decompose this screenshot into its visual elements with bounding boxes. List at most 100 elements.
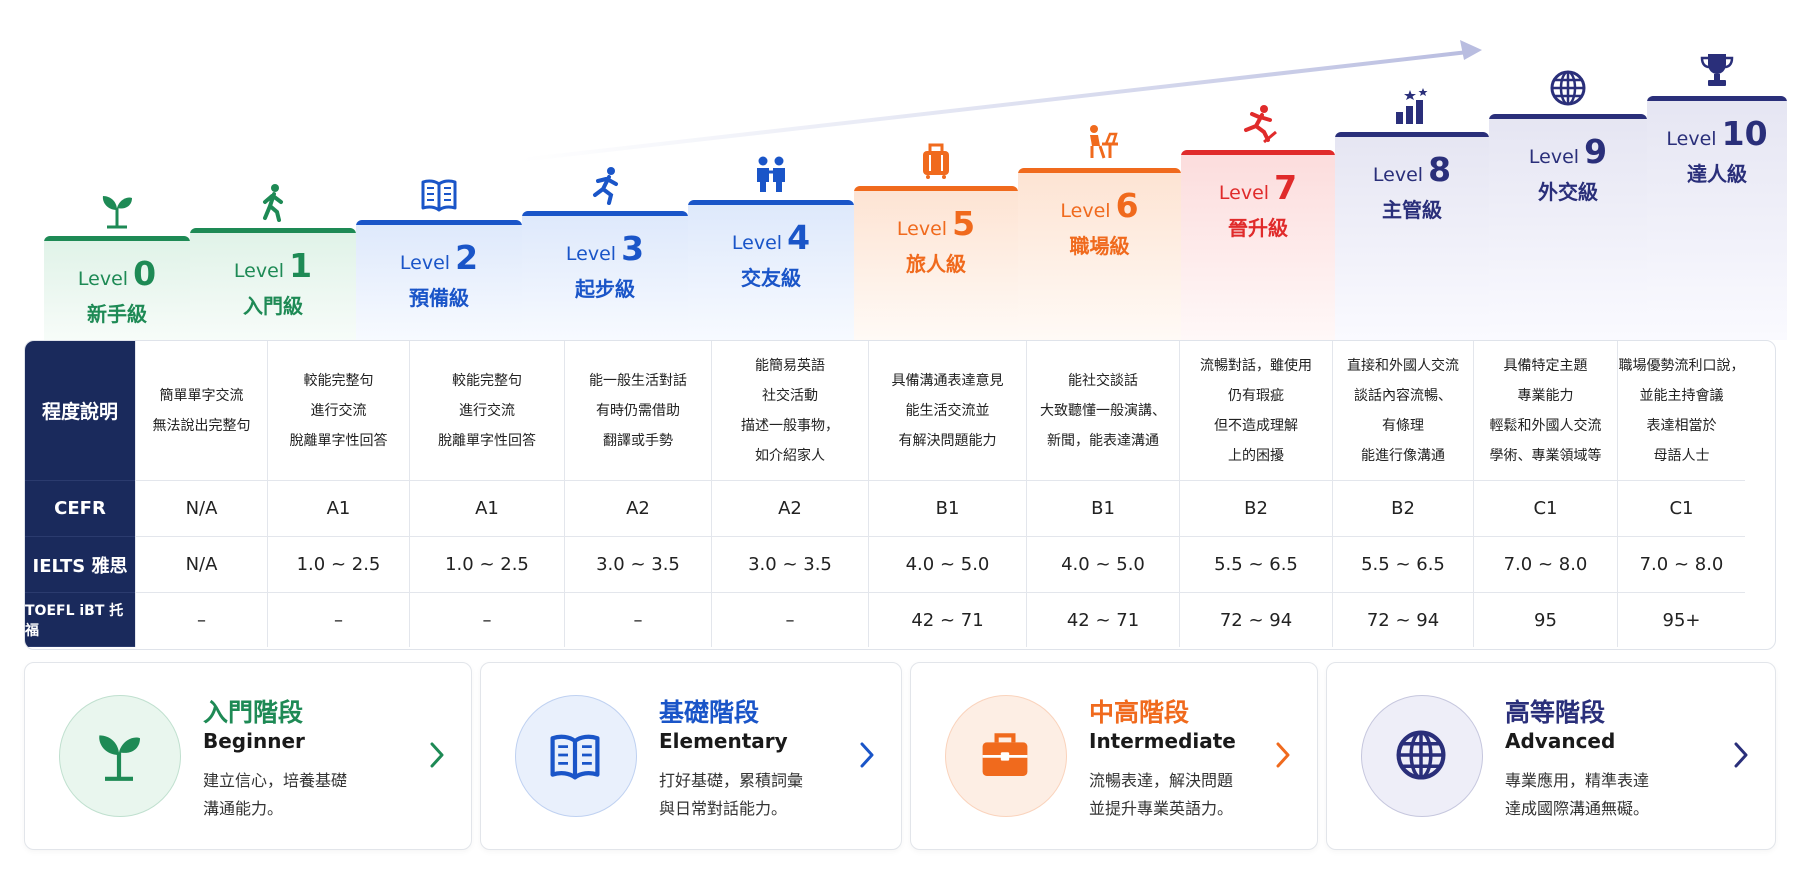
level-name: 新手級 [87,302,147,326]
two-people-icon [751,154,791,194]
level-label: Level 3 [522,229,688,268]
chevron-right-icon[interactable] [429,741,445,769]
toefl-cell: 72 ~ 94 [1332,593,1473,647]
stage-description-line1: 流暢表達，解決問題 [1089,771,1234,790]
level-step-9: Level 9 外交級 [1489,114,1647,340]
toefl-cell: 42 ~ 71 [1026,593,1179,647]
level-label: Level 2 [356,238,522,277]
level-step-0: Level 0 新手級 [44,236,190,340]
level-name: 旅人級 [906,252,966,276]
level-name: 入門級 [243,294,303,318]
level-label: Level 4 [688,218,854,257]
open-book-icon [419,174,459,214]
stage-title: 入門階段 [203,698,304,727]
level-number: 10 [1721,114,1768,153]
level-name: 交友級 [741,266,801,290]
level-label: Level 9 [1489,132,1647,171]
level-name: 外交級 [1538,180,1598,204]
open-book-icon [547,727,603,783]
ielts-cell: 4.0 ~ 5.0 [868,537,1026,593]
toefl-cell: 72 ~ 94 [1179,593,1332,647]
cefr-cell: B2 [1179,481,1332,537]
toefl-cell: – [135,593,267,647]
trophy-icon [1697,50,1737,90]
stage-description-line2: 溝通能力。 [203,799,284,818]
level-name: 達人級 [1687,162,1747,186]
level-number: 1 [289,246,313,285]
level-name: 職場級 [1069,234,1130,258]
level-step-5: Level 5 旅人級 [854,186,1018,340]
ielts-cell: 3.0 ~ 3.5 [564,537,711,593]
stage-description-line1: 專業應用，精準表達 [1505,771,1650,790]
toefl-cell: 95 [1473,593,1617,647]
stage-description-line1: 建立信心，培養基礎 [203,771,348,790]
level-label: Level 10 [1647,114,1787,153]
toefl-cell: – [409,593,564,647]
level-word: Level [896,218,948,240]
running-person-icon [585,165,625,205]
level-word: Level [1060,200,1111,222]
sprout-icon [97,190,137,230]
level-comparison-table: 程度說明簡單單字交流 無法說出完整句較能完整句 進行交流 脫離單字性回答較能完整… [24,340,1776,650]
descriptions-cell: 流暢對話，雖使用 仍有瑕疵 但不造成理解 上的困擾 [1179,341,1332,481]
level-number: 9 [1584,132,1608,171]
toefl-cell: – [267,593,409,647]
descriptions-cell: 較能完整句 進行交流 脫離單字性回答 [409,341,564,481]
level-name: 主管級 [1382,198,1442,222]
stage-subtitle: Elementary [659,729,788,753]
level-word: Level [565,243,617,265]
ielts-cell: 5.5 ~ 6.5 [1332,537,1473,593]
descriptions-cell: 較能完整句 進行交流 脫離單字性回答 [267,341,409,481]
row-header-cefr: CEFR [25,481,135,537]
briefcase-icon [977,727,1033,783]
ielts-cell: 4.0 ~ 5.0 [1026,537,1179,593]
descriptions-cell: 具備溝通表達意見 能生活交流並 有解決問題能力 [868,341,1026,481]
chevron-right-icon[interactable] [859,741,875,769]
row-header-toefl: TOEFL iBT 托福 [25,593,135,647]
stage-description-line1: 打好基礎，累積詞彙 [659,771,804,790]
level-number: 8 [1428,150,1452,189]
stage-description-line2: 達成國際溝通無礙。 [1505,799,1650,818]
level-number: 3 [621,229,645,268]
level-number: 5 [952,204,976,243]
climbing-person-icon [1238,104,1278,144]
cefr-cell: N/A [135,481,267,537]
level-word: Level [233,260,285,282]
stage-description-line2: 並提升專業英語力。 [1089,799,1234,818]
ielts-cell: 3.0 ~ 3.5 [711,537,868,593]
cefr-cell: C1 [1473,481,1617,537]
ielts-cell: N/A [135,537,267,593]
descriptions-cell: 簡單單字交流 無法說出完整句 [135,341,267,481]
progress-arrow [519,40,1482,162]
sprout-icon [91,727,147,783]
globe-icon [1548,68,1588,108]
level-step-4: Level 4 交友級 [688,200,854,340]
level-number: 4 [787,218,811,257]
chevron-right-icon[interactable] [1275,741,1291,769]
cefr-cell: A2 [564,481,711,537]
chevron-right-icon[interactable] [1733,741,1749,769]
cefr-cell: B1 [868,481,1026,537]
level-label: Level 1 [190,246,356,285]
level-word: Level [731,232,783,254]
bar-chart-stars-icon [1392,86,1432,126]
level-label: Level 0 [44,254,190,293]
level-number: 7 [1274,168,1298,207]
level-word: Level [1372,164,1424,186]
level-step-8: Level 8 主管級 [1335,132,1489,340]
toefl-cell: 42 ~ 71 [868,593,1026,647]
walking-person-icon [253,182,293,222]
globe-icon [1393,727,1449,783]
cefr-cell: A1 [409,481,564,537]
ielts-cell: 1.0 ~ 2.5 [409,537,564,593]
level-step-10: Level 10 達人級 [1647,96,1787,340]
